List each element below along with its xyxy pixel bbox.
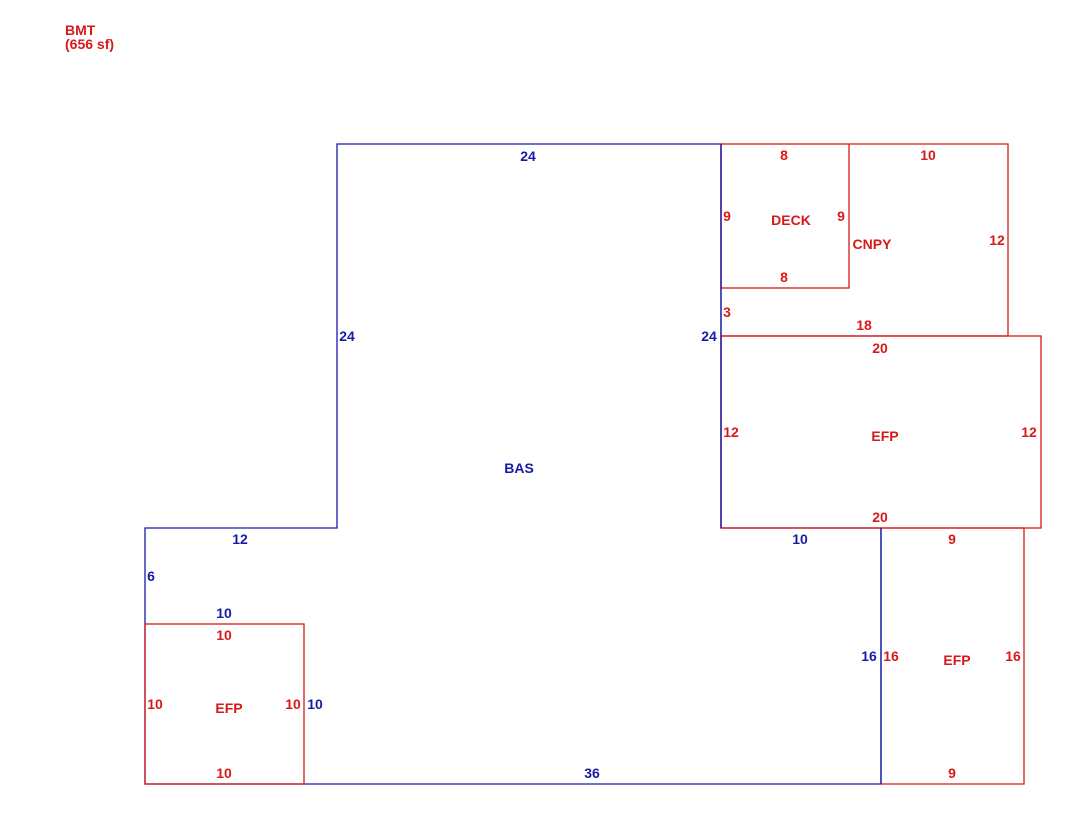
dim-efp1-bottom: 20 — [872, 509, 888, 525]
dim-efp2-left: 16 — [883, 648, 899, 664]
dim-efp3-top: 10 — [216, 627, 232, 643]
dim-efp2-top: 9 — [948, 531, 956, 547]
dim-bas-step-right: 10 — [792, 531, 808, 547]
area-label-deck: DECK — [771, 212, 811, 228]
dim-bas-left: 6 — [147, 568, 155, 584]
dim-cnpy-top: 10 — [920, 147, 936, 163]
area-label-efp-left: EFP — [215, 700, 242, 716]
dim-bas-step-top: 12 — [232, 531, 248, 547]
dim-deck-left: 9 — [723, 208, 731, 224]
efp-outline-left — [144, 623, 305, 785]
dim-efp2-bottom: 9 — [948, 765, 956, 781]
dim-efp3-right: 10 — [285, 696, 301, 712]
dim-bas-right-of-efp: 10 — [307, 696, 323, 712]
dim-cnpy-right: 12 — [989, 232, 1005, 248]
area-label-efp-right-top: EFP — [871, 428, 898, 444]
dim-efp3-bottom: 10 — [216, 765, 232, 781]
dim-bas-right-upper: 24 — [701, 328, 717, 344]
dim-bas-inner-left: 24 — [339, 328, 355, 344]
dim-bas-top: 24 — [520, 148, 536, 164]
dim-bas-bottom: 36 — [584, 765, 600, 781]
area-label-bas: BAS — [504, 460, 534, 476]
area-label-efp-right-bottom: EFP — [943, 652, 970, 668]
dim-deck-top: 8 — [780, 147, 788, 163]
dim-cnpy-bottom: 18 — [856, 317, 872, 333]
dim-efp3-left: 10 — [147, 696, 163, 712]
dim-cnpy-gap: 3 — [723, 304, 731, 320]
sketch-title: BMT — [65, 22, 96, 38]
dim-deck-bottom: 8 — [780, 269, 788, 285]
dim-bas-above-efp: 10 — [216, 605, 232, 621]
dim-efp1-right: 12 — [1021, 424, 1037, 440]
efp-outline-right-bottom — [881, 527, 1025, 785]
dim-bas-right-lower: 16 — [861, 648, 877, 664]
dim-efp1-top: 20 — [872, 340, 888, 356]
dim-efp1-left: 12 — [723, 424, 739, 440]
area-label-cnpy: CNPY — [853, 236, 893, 252]
sketch-area: (656 sf) — [65, 36, 114, 52]
dim-deck-right: 9 — [837, 208, 845, 224]
dim-efp2-right: 16 — [1005, 648, 1021, 664]
